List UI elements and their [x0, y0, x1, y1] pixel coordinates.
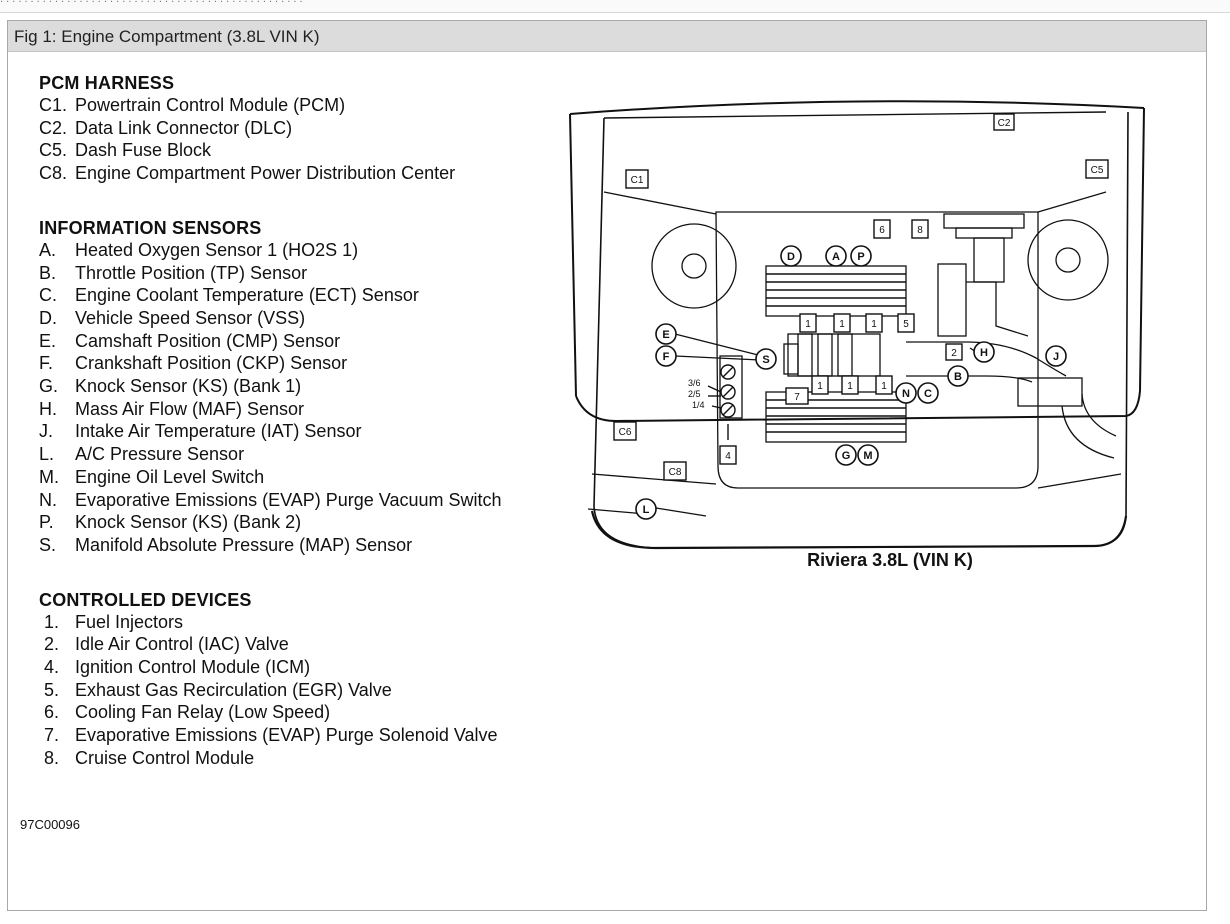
list-item: D.Vehicle Speed Sensor (VSS)	[39, 307, 306, 328]
sensor-h-label: H	[980, 347, 988, 359]
section-pcm-harness: PCM HARNESS C1.Powertrain Control Module…	[39, 72, 579, 185]
injector-label: 1	[881, 381, 887, 392]
list-item: M.Engine Oil Level Switch	[39, 466, 265, 487]
sensor-a-label: A	[832, 251, 840, 263]
diagram-caption: Riviera 3.8L (VIN K)	[807, 550, 973, 570]
connector-c8-label: C8	[669, 467, 682, 478]
list-item: 6.Cooling Fan Relay (Low Speed)	[43, 702, 331, 723]
sensor-l-label: L	[643, 504, 650, 516]
pin-label-1-4: 1/4	[692, 400, 705, 410]
section-information-sensors: INFORMATION SENSORS A.Heated Oxygen Sens…	[39, 217, 579, 557]
figure-header: Fig 1: Engine Compartment (3.8L VIN K)	[8, 21, 1206, 52]
legend: PCM HARNESS C1.Powertrain Control Module…	[39, 72, 579, 770]
sensor-c-label: C	[924, 388, 932, 400]
list-item: H.Mass Air Flow (MAF) Sensor	[39, 398, 305, 419]
injector-label: 1	[871, 319, 877, 330]
list-item: S.Manifold Absolute Pressure (MAP) Senso…	[39, 534, 413, 555]
browser-top-strip: . . . . . . . . . . . . . . . . . . . . …	[0, 0, 1230, 13]
list-item: B.Throttle Position (TP) Sensor	[39, 262, 308, 283]
engine-diagram: 3/6 2/5 1/4 C2 C1 C5 C6 C8 6 8	[569, 100, 1145, 550]
list-item: C.Engine Coolant Temperature (ECT) Senso…	[39, 285, 419, 306]
connector-c1-label: C1	[631, 175, 644, 186]
list-item: C8.Engine Compartment Power Distribution…	[39, 163, 456, 184]
device-7-label: 7	[794, 392, 800, 403]
pin-label-2-5: 2/5	[688, 389, 701, 399]
sensor-e-label: E	[662, 329, 669, 341]
device-4-label: 4	[725, 451, 731, 462]
pin-label-3-6: 3/6	[688, 378, 701, 388]
device-2-label: 2	[951, 348, 957, 359]
device-8-label: 8	[917, 225, 923, 236]
connector-c2-label: C2	[998, 118, 1011, 129]
sensor-b-label: B	[954, 371, 962, 383]
connector-c6-label: C6	[619, 427, 632, 438]
sensor-s-label: S	[762, 354, 769, 366]
injector-label: 1	[839, 319, 845, 330]
list-item: C2.Data Link Connector (DLC)	[39, 117, 293, 138]
list-item: 4.Ignition Control Module (ICM)	[43, 657, 311, 678]
sensor-m-label: M	[863, 450, 872, 462]
injector-label: 1	[805, 319, 811, 330]
injector-label: 1	[847, 381, 853, 392]
connector-c5-label: C5	[1091, 165, 1104, 176]
list-item: G.Knock Sensor (KS) (Bank 1)	[39, 376, 302, 397]
list-item: F.Crankshaft Position (CKP) Sensor	[39, 353, 348, 374]
device-6-label: 6	[879, 225, 885, 236]
sensor-d-label: D	[787, 251, 795, 263]
list-item: 7.Evaporative Emissions (EVAP) Purge Sol…	[43, 725, 498, 746]
list-item: L.A/C Pressure Sensor	[39, 444, 245, 465]
list-item: J.Intake Air Temperature (IAT) Sensor	[39, 421, 362, 442]
list-item: 8.Cruise Control Module	[43, 747, 255, 768]
figure-frame: Fig 1: Engine Compartment (3.8L VIN K)	[7, 20, 1207, 911]
injector-label: 1	[817, 381, 823, 392]
list-item: P.Knock Sensor (KS) (Bank 2)	[39, 512, 302, 533]
sensor-n-label: N	[902, 388, 910, 400]
list-item: C1.Powertrain Control Module (PCM)	[39, 95, 346, 115]
list-item: 5.Exhaust Gas Recirculation (EGR) Valve	[43, 679, 392, 700]
sensor-j-label: J	[1053, 351, 1059, 363]
section-controlled-devices: CONTROLLED DEVICES 1.Fuel Injectors 2.Id…	[39, 589, 579, 770]
list-item: 1.Fuel Injectors	[43, 611, 184, 632]
sensor-g-label: G	[842, 450, 851, 462]
sensor-p-label: P	[857, 251, 864, 263]
list-item: E.Camshaft Position (CMP) Sensor	[39, 330, 341, 351]
document-id: 97C00096	[20, 817, 80, 832]
list-item: C5.Dash Fuse Block	[39, 140, 212, 161]
device-5-label: 5	[903, 319, 909, 330]
section-title: CONTROLLED DEVICES	[39, 589, 252, 610]
list-item: A.Heated Oxygen Sensor 1 (HO2S 1)	[39, 239, 359, 260]
list-item: 2.Idle Air Control (IAC) Valve	[43, 634, 289, 655]
section-title: PCM HARNESS	[39, 73, 175, 93]
section-title: INFORMATION SENSORS	[39, 217, 262, 238]
list-item: N.Evaporative Emissions (EVAP) Purge Vac…	[39, 489, 502, 510]
figure-title: Fig 1: Engine Compartment (3.8L VIN K)	[14, 27, 320, 46]
sensor-f-label: F	[663, 351, 670, 363]
